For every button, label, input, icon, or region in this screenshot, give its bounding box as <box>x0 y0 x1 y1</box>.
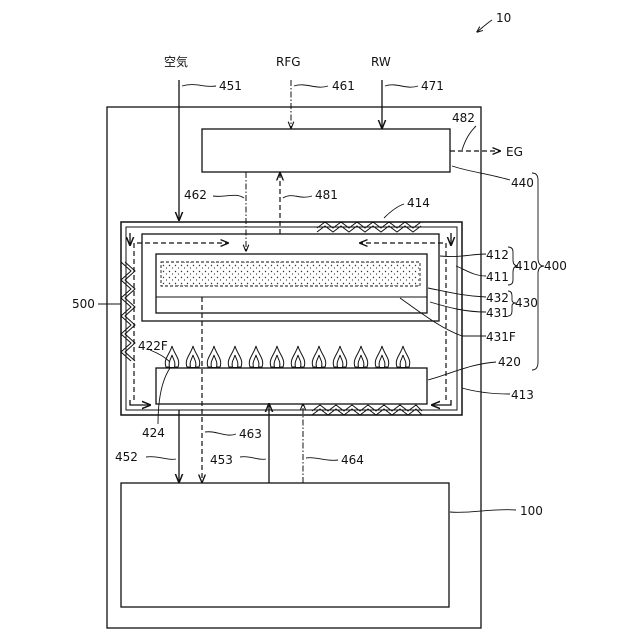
ref-431F: 431F <box>486 330 516 344</box>
ref-430: 430 <box>515 296 538 310</box>
fuel-cell-100 <box>121 483 449 607</box>
label-air: 空気 <box>164 54 188 69</box>
figure-number: 10 <box>496 11 511 25</box>
burner-420 <box>156 368 427 404</box>
ref-431: 431 <box>486 306 509 320</box>
ref-464: 464 <box>341 453 364 467</box>
catalyst-layer <box>161 262 420 286</box>
ref-414: 414 <box>407 196 430 210</box>
ref-482: 482 <box>452 111 475 125</box>
leader-481 <box>283 196 312 198</box>
ref-440: 440 <box>511 176 534 190</box>
label-rw: RW <box>371 55 391 69</box>
ref-424: 424 <box>142 426 165 440</box>
ref-452: 452 <box>115 450 138 464</box>
leader-412 <box>440 254 486 257</box>
ref-432: 432 <box>486 291 509 305</box>
leader-482 <box>462 126 476 150</box>
ref-400: 400 <box>544 259 567 273</box>
flow-bottom-left <box>130 400 150 405</box>
leader-452 <box>146 457 176 460</box>
leader-451 <box>182 85 216 87</box>
enclosure-outer-wall <box>121 222 462 415</box>
label-eg: EG <box>506 145 523 159</box>
flow-bottom-right <box>432 400 451 405</box>
ref-100: 100 <box>520 504 543 518</box>
leader-462 <box>213 195 244 198</box>
ref-481: 481 <box>315 188 338 202</box>
leader-431F <box>400 298 486 336</box>
ref-451: 451 <box>219 79 242 93</box>
ref-420: 420 <box>498 355 521 369</box>
ref-453: 453 <box>210 453 233 467</box>
ref-422F: 422F <box>138 339 168 353</box>
ref-410: 410 <box>515 259 538 273</box>
leader-461 <box>294 85 328 87</box>
ref-461: 461 <box>332 79 355 93</box>
ref-471: 471 <box>421 79 444 93</box>
ref-412: 412 <box>486 248 509 262</box>
leader-464 <box>306 458 338 461</box>
block-440 <box>202 129 450 172</box>
leader-463 <box>205 432 236 435</box>
ref-463: 463 <box>239 427 262 441</box>
leader-100 <box>450 510 516 513</box>
ref-500: 500 <box>72 297 95 311</box>
leader-453 <box>240 457 266 460</box>
ref-411: 411 <box>486 270 509 284</box>
leader-414 <box>384 204 404 218</box>
label-rfg: RFG <box>276 55 301 69</box>
leader-413 <box>462 388 510 394</box>
ref-462: 462 <box>184 188 207 202</box>
leader-471 <box>385 85 418 87</box>
figure-number-leader <box>477 20 492 32</box>
ref-413: 413 <box>511 388 534 402</box>
